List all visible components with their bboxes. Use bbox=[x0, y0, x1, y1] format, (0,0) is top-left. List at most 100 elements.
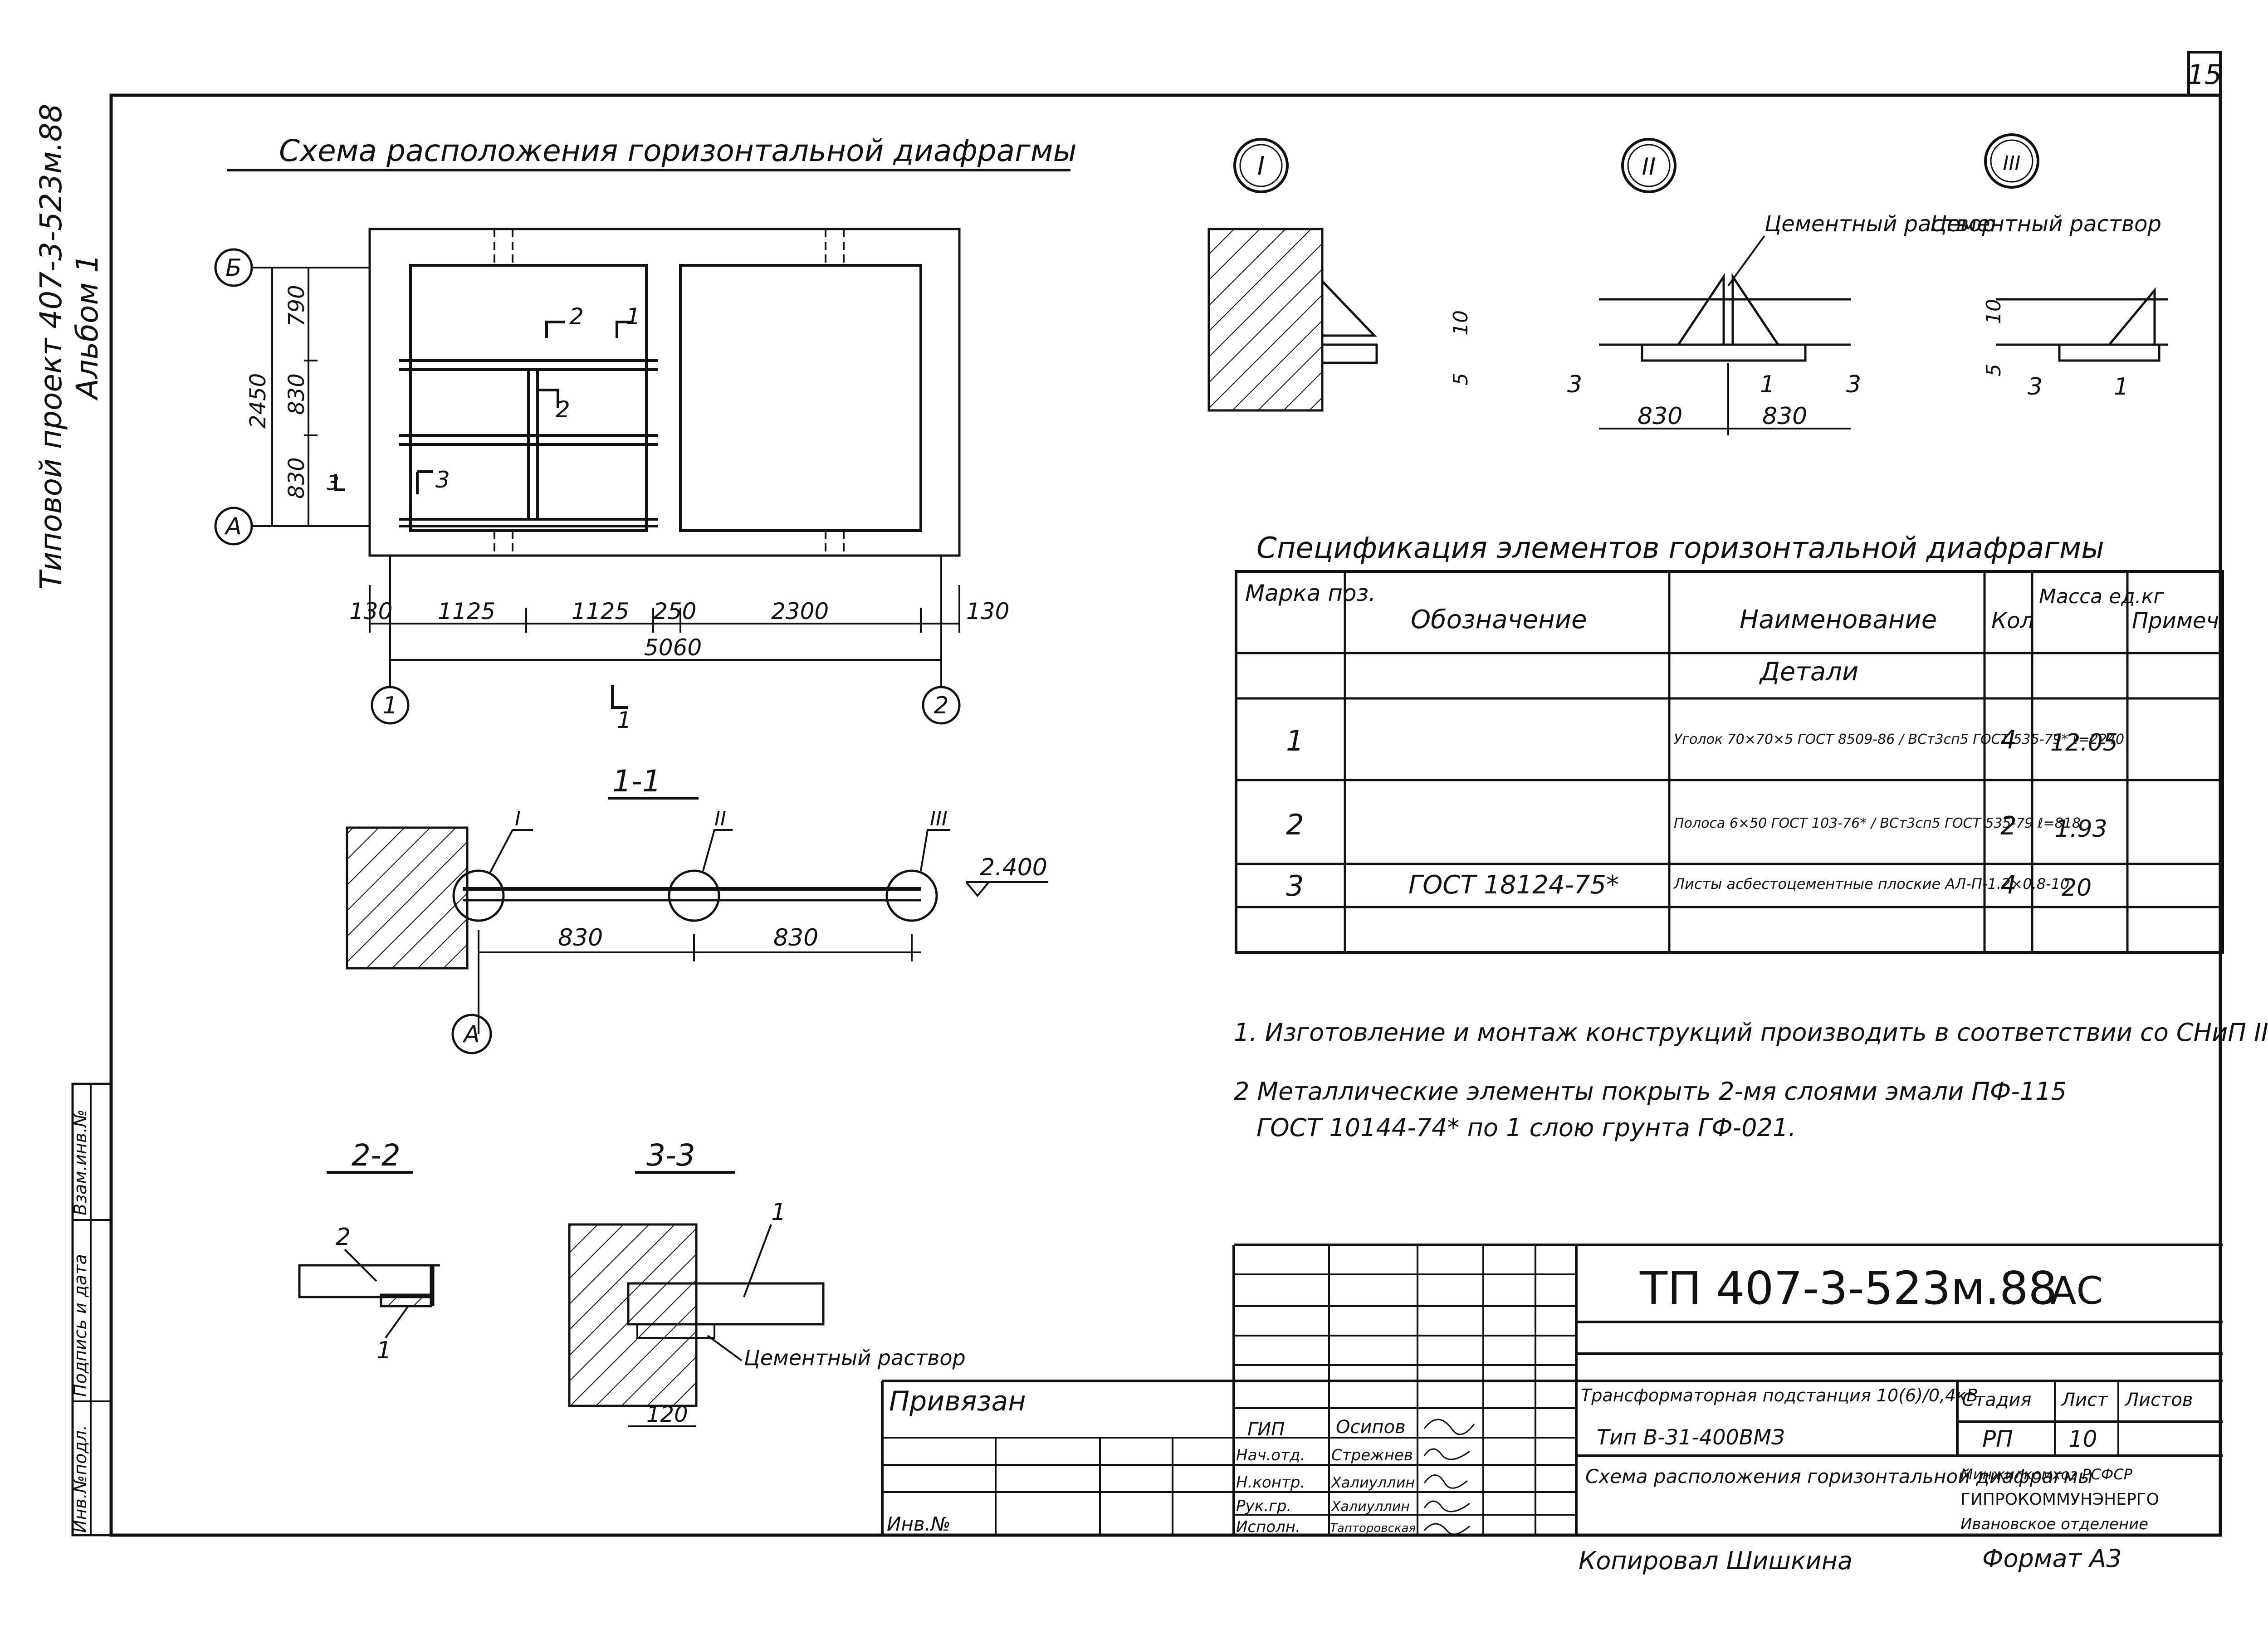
section-1-1: 1-1 I II III 2.400 830 830 А bbox=[346, 764, 1048, 1054]
stamp-copied: Копировал Шишкина bbox=[1579, 1546, 1853, 1575]
node-i: I 10 5 bbox=[1207, 138, 1472, 412]
row-3-mass: 20 bbox=[2062, 874, 2092, 902]
node-iii-pos-3: 3 bbox=[2028, 373, 2043, 400]
node-iii-mortar: Цементный раствор bbox=[1930, 211, 2161, 237]
stamp-format: Формат А3 bbox=[1982, 1544, 2122, 1573]
stamp-mark: АС bbox=[2050, 1268, 2103, 1313]
section-3-3-mortar: Цементный раствор bbox=[744, 1346, 966, 1370]
row-3-designation: ГОСТ 18124-75* bbox=[1408, 870, 1619, 900]
dim-1125b: 1125 bbox=[572, 598, 629, 624]
vzam-inv-label: Взам.инв.№ bbox=[70, 1109, 90, 1215]
stamp-sheet-header: Лист bbox=[2061, 1390, 2108, 1410]
side-title: Типовой проект 407-3-523м.88 Альбом 1 bbox=[34, 103, 105, 590]
inventory-strip: Инв.№подл. Подпись и дата Взам.инв.№ bbox=[70, 1083, 112, 1536]
stamp-code: ТП 407-3-523м.88 bbox=[1639, 1262, 2057, 1315]
spec-header-mark: Марка поз. bbox=[1245, 580, 1376, 606]
row-1-pos: 1 bbox=[1286, 724, 1304, 757]
stamp-role-nkontr: Н.контр. bbox=[1236, 1473, 1305, 1492]
row-2-mass: 1.93 bbox=[2055, 815, 2107, 843]
axis-2-label: 2 bbox=[934, 692, 948, 719]
dim-2300: 2300 bbox=[771, 598, 829, 624]
node-ii-dim-830a: 830 bbox=[1637, 403, 1682, 430]
node-iii-mark: III bbox=[930, 807, 948, 830]
axis-b-label: Б bbox=[225, 254, 242, 282]
stamp-inv: Инв.№ bbox=[887, 1513, 951, 1535]
stamp-name-2: Стрежнев bbox=[1331, 1446, 1413, 1464]
section-3-3: 3-3 1 Цементный раствор 120 bbox=[568, 1138, 966, 1427]
stamp-org-3: Ивановское отделение bbox=[1960, 1515, 2148, 1533]
axis-a-label: А bbox=[224, 513, 242, 540]
stamp-stage-header: Стадия bbox=[1962, 1390, 2031, 1410]
note-2: 2 Металлические элементы покрыть 2-мя сл… bbox=[1234, 1077, 2067, 1106]
row-2-pos: 2 bbox=[1286, 808, 1304, 841]
node-i-dim-5: 5 bbox=[1449, 373, 1472, 385]
dim-830a: 830 bbox=[284, 373, 309, 415]
cut-mark-3b: 3 bbox=[327, 472, 339, 495]
stamp-role-gip: ГИП bbox=[1247, 1419, 1285, 1440]
row-1-name: Уголок 70×70×5 ГОСТ 8509-86 / ВСт3сп5 ГО… bbox=[1674, 732, 2124, 747]
spec-header-note: Примеч. bbox=[2132, 608, 2226, 634]
section-1-1-axis: А bbox=[462, 1021, 480, 1048]
node-i-label: I bbox=[1257, 151, 1265, 181]
stamp-name-1: Осипов bbox=[1336, 1417, 1406, 1438]
node-i-mark: I bbox=[515, 807, 521, 830]
table-row: 3 ГОСТ 18124-75* Листы асбестоцементные … bbox=[1286, 869, 2092, 902]
node-iii-label: III bbox=[2003, 152, 2021, 175]
dim-120: 120 bbox=[646, 1402, 688, 1427]
spec-table: Спецификация элементов горизонтальной ди… bbox=[1235, 532, 2226, 954]
section-3-3-pos-1: 1 bbox=[771, 1199, 786, 1226]
note-2-cont: ГОСТ 10144-74* по 1 слою грунта ГФ-021. bbox=[1256, 1113, 1796, 1142]
stamp-sheets-header: Листов bbox=[2124, 1390, 2193, 1410]
stamp-org-2: ГИПРОКОММУНЭНЕРГО bbox=[1960, 1490, 2159, 1509]
cut-mark-1: 1 bbox=[626, 303, 640, 330]
node-ii-mark: II bbox=[714, 807, 726, 830]
stamp-sheet: 10 bbox=[2068, 1426, 2097, 1452]
stamp-project: Трансформаторная подстанция 10(6)/0,4кВ bbox=[1581, 1385, 1978, 1405]
note-1: 1. Изготовление и монтаж конструкций про… bbox=[1234, 1018, 2268, 1047]
stamp-name-3: Халиуллин bbox=[1330, 1474, 1415, 1491]
dim-1-1-830b: 830 bbox=[773, 924, 818, 951]
section-2-2-pos-1: 1 bbox=[376, 1337, 391, 1364]
node-iii: III Цементный раствор 10 5 3 1 bbox=[1930, 133, 2168, 400]
stamp-name-5: Тапторовская bbox=[1330, 1522, 1416, 1535]
table-row: 2 Полоса 6×50 ГОСТ 103-76* / ВСт3сп5 ГОС… bbox=[1286, 808, 2107, 843]
dim-1125a: 1125 bbox=[438, 598, 495, 624]
node-ii: II Цементный раствор 3 1 3 830 830 bbox=[1567, 138, 1996, 435]
section-3-3-title: 3-3 bbox=[646, 1138, 695, 1173]
row-1-qty: 4 bbox=[2000, 725, 2017, 755]
node-ii-dim-830b: 830 bbox=[1762, 403, 1807, 430]
node-ii-pos-3a: 3 bbox=[1567, 371, 1582, 398]
stamp-sheet-title: Схема расположения горизонтальной диафра… bbox=[1585, 1465, 2093, 1488]
spec-group-details: Детали bbox=[1759, 657, 1858, 687]
dim-830b: 830 bbox=[284, 457, 309, 499]
axis-1-bubble: 1 bbox=[371, 556, 410, 725]
cut-mark-1b: 1 bbox=[617, 707, 631, 733]
section-2-2-title: 2-2 bbox=[352, 1138, 401, 1173]
row-3-pos: 3 bbox=[1286, 869, 1304, 902]
notes: 1. Изготовление и монтаж конструкций про… bbox=[1234, 1018, 2268, 1142]
stamp-type: Тип В-31-400ВМЗ bbox=[1597, 1425, 1785, 1449]
title-block: ТП 407-3-523м.88 АС Трансформаторная под… bbox=[881, 1244, 2223, 1575]
section-2-2-pos-2: 2 bbox=[336, 1224, 351, 1251]
dim-250: 250 bbox=[653, 598, 696, 624]
level-2400: 2.400 bbox=[980, 854, 1047, 881]
inv-podl-label: Инв.№подл. bbox=[70, 1425, 90, 1533]
node-iii-dim-5: 5 bbox=[1982, 364, 2005, 376]
dim-1-1-830a: 830 bbox=[558, 924, 603, 951]
row-3-name: Листы асбестоцементные плоские АЛ-П-1.2×… bbox=[1673, 875, 2069, 893]
side-album: Альбом 1 bbox=[70, 254, 105, 401]
stamp-name-4: Халиуллин bbox=[1330, 1499, 1410, 1515]
node-iii-pos-1: 1 bbox=[2114, 373, 2129, 400]
dim-130a: 130 bbox=[349, 598, 392, 624]
node-ii-label: II bbox=[1642, 153, 1656, 180]
node-iii-dim-10: 10 bbox=[1982, 299, 2005, 324]
dim-2450: 2450 bbox=[245, 373, 271, 429]
row-2-name: Полоса 6×50 ГОСТ 103-76* / ВСт3сп5 ГОСТ … bbox=[1674, 815, 2081, 831]
page-number: 15 bbox=[2187, 59, 2222, 91]
stamp-stage: РП bbox=[1982, 1426, 2013, 1452]
node-i-dim-10: 10 bbox=[1449, 310, 1472, 336]
signature-scribbles bbox=[1423, 1419, 1475, 1535]
cut-mark-3: 3 bbox=[435, 467, 450, 493]
node-ii-mortar: Цементный раствор bbox=[1765, 211, 1996, 237]
row-3-qty: 4 bbox=[2000, 870, 2017, 900]
